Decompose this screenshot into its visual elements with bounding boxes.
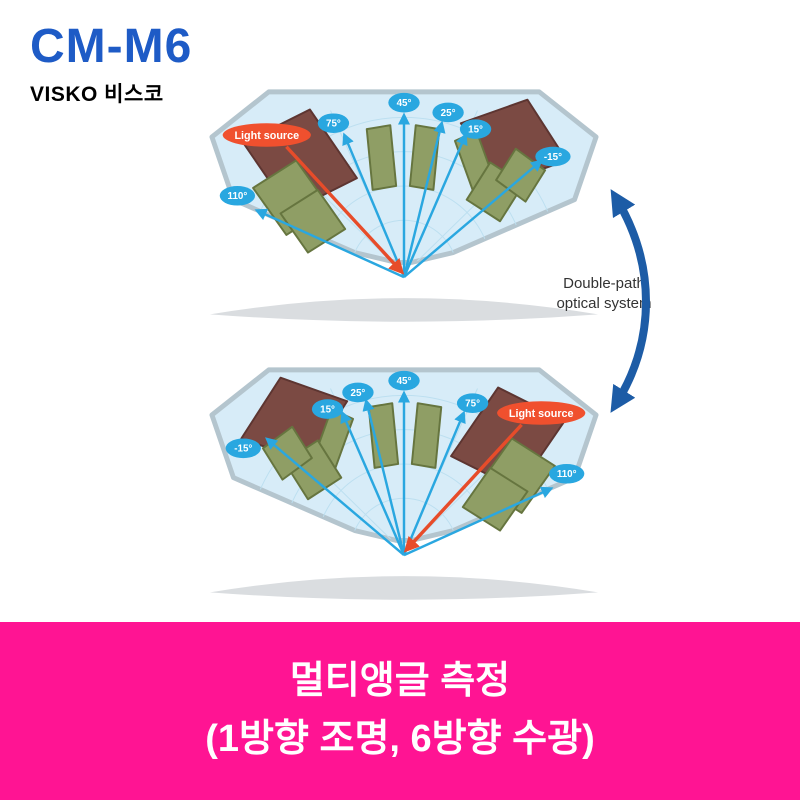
brand-name: VISKO 비스코 [30,83,164,107]
angle-badge: 75° [317,113,350,134]
optical-diagram-bottom: -15° 15° 25° 45° 75° 110° [208,364,600,609]
double-path-arrow [600,172,664,435]
angle-badge: 45° [388,92,420,113]
angle-badge-label: 15° [320,405,335,416]
angle-badge-label: 45° [397,98,412,109]
angle-badge: 25° [432,102,464,123]
optical-diagram-top: Light source 110° 75° 45° 25° 15° [208,86,600,331]
angle-badge-label: 75° [465,399,480,410]
double-path-arrow-svg [610,189,650,413]
angle-badge: -15° [225,438,261,459]
angle-badge: 75° [456,393,489,413]
double-path-arrow-path [610,189,650,413]
angle-badge: -15° [535,146,571,167]
header: CM-M6 VISKO 비스코 [30,20,193,108]
light-source-badge: Light source [497,401,586,425]
light-source-label: Light source [234,130,299,142]
angle-badge: 45° [388,370,420,391]
bottom-banner: 멀티앵글 측정 (1방향 조명, 6방향 수광) [0,622,800,800]
optical-diagram-bottom-svg: -15° 15° 25° 45° 75° 110° [208,364,600,609]
angle-badge-label: 110° [228,191,248,202]
banner-title: 멀티앵글 측정 [289,660,511,703]
angle-badge-label: 25° [351,388,366,399]
angle-badge-label: -15° [544,152,562,163]
angle-badge: 110° [219,185,256,206]
angle-badge-label: 75° [326,119,341,130]
light-source-label: Light source [509,408,574,420]
angle-badge: 15° [459,119,492,139]
light-source-badge: Light source [222,123,311,147]
angle-badge: 110° [549,463,585,484]
angle-badge: 25° [342,382,374,403]
banner-subtitle: (1방향 조명, 6방향 수광) [205,718,595,760]
product-model: CM-M6 [30,20,193,73]
angle-badge-label: -15° [234,444,252,455]
angle-badge-label: 25° [441,108,456,119]
angle-badge-label: 15° [468,125,483,136]
angle-badge-label: 45° [397,376,412,387]
angle-badge: 15° [311,399,344,419]
angle-badge-label: 110° [557,469,577,480]
optical-diagram-top-svg: Light source 110° 75° 45° 25° 15° [208,86,600,331]
